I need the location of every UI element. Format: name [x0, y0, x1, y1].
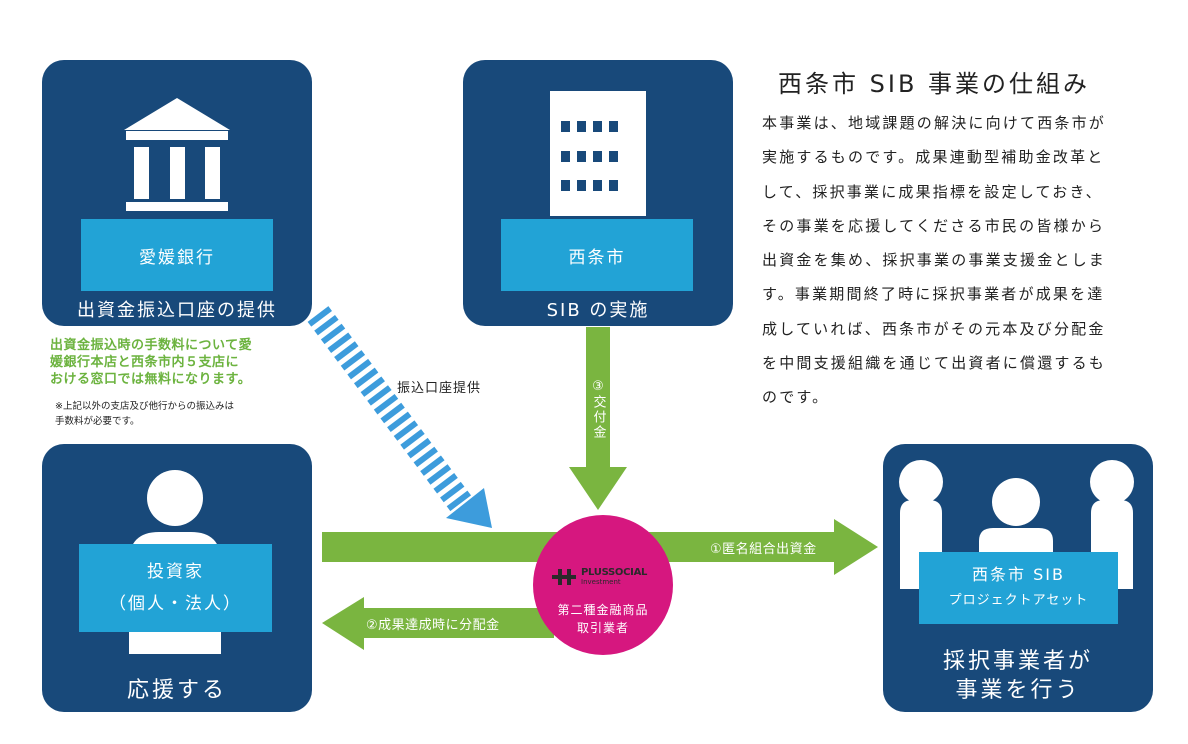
- building-icon: [550, 91, 646, 216]
- logo-main-text: PLUSSOCIAL: [581, 567, 648, 578]
- bank-label: 愛媛銀行: [81, 219, 273, 291]
- intermediary-line1: 第二種金融商品: [557, 603, 649, 617]
- bank-icon: [124, 98, 230, 211]
- bank-card: 愛媛銀行 出資金振込口座の提供: [42, 60, 312, 326]
- fee-note-small-line: ※上記以外の支店及び他行からの振込みは: [55, 401, 234, 412]
- project-caption-line2: 事業を行う: [955, 678, 1081, 703]
- city-card: 西条市 SIB の実施: [463, 60, 733, 326]
- plus-logo-icon: [552, 569, 576, 585]
- investment-label: ①匿名組合出資金: [710, 542, 817, 557]
- description-line: 出資金を集め、採択事業の事業支援金としま: [762, 251, 1107, 270]
- grant-text: 交付金: [590, 395, 606, 440]
- fee-note: 出資金振込時の手数料について愛媛銀行本店と西条市内５支店における窓口では無料にな…: [50, 337, 320, 388]
- description-line: を中間支援組織を通じて出資者に償還するも: [762, 354, 1107, 373]
- description-line: その事業を応援してくださる市民の皆様から: [762, 216, 1106, 235]
- intermediary-line2: 取引業者: [576, 621, 629, 635]
- fee-note-line: おける窓口では無料になります。: [50, 372, 252, 387]
- description-line: 本事業は、地域課題の解決に向けて西条市が: [762, 114, 1107, 132]
- account-provision-label: 振込口座提供: [397, 381, 482, 396]
- grant-arrow: [569, 327, 627, 510]
- dividend-arrow: [322, 597, 554, 650]
- investor-label: 投資家 （個人・法人）: [79, 544, 272, 632]
- fee-note-small-line: 手数料が必要です。: [55, 416, 140, 427]
- city-label: 西条市: [501, 219, 693, 291]
- page-title: 西条市 SIB 事業の仕組み: [778, 70, 1091, 98]
- project-caption: 採択事業者が 事業を行う: [883, 647, 1153, 705]
- grant-label: ③ 交付金: [588, 378, 608, 440]
- fee-note-line: 出資金振込時の手数料について愛: [50, 338, 253, 353]
- logo-sub-text: Investment: [581, 578, 621, 586]
- plussocial-logo: PLUSSOCIAL Investment: [550, 567, 660, 587]
- description-line: 実施するものです。成果連動型補助金改革と: [762, 148, 1105, 167]
- intermediary-text: 第二種金融商品 取引業者: [533, 601, 673, 637]
- city-caption: SIB の実施: [546, 300, 650, 321]
- investor-label-line1: 投資家: [147, 562, 204, 582]
- project-label-line1: 西条市 SIB: [972, 565, 1065, 584]
- intermediary-circle: PLUSSOCIAL Investment 第二種金融商品 取引業者: [533, 515, 673, 655]
- investor-label-line2: （個人・法人）: [109, 594, 242, 614]
- project-caption-line1: 採択事業者が: [942, 649, 1093, 674]
- project-label: 西条市 SIB プロジェクトアセット: [919, 552, 1118, 624]
- description-line: のです。: [762, 388, 830, 407]
- investor-card: 投資家 （個人・法人） 応援する: [42, 444, 312, 712]
- investor-caption: 応援する: [126, 678, 227, 703]
- description: 本事業は、地域課題の解決に向けて西条市が実施するものです。成果連動型補助金改革と…: [762, 106, 1172, 415]
- account-provision-arrow: [307, 306, 492, 528]
- description-line: 成していれば、西条市がその元本及び分配金: [762, 319, 1106, 338]
- dividend-label: ②成果達成時に分配金: [366, 618, 500, 633]
- description-line: す。事業期間終了時に採択事業者が成果を達: [762, 285, 1105, 304]
- bank-caption: 出資金振込口座の提供: [77, 300, 277, 321]
- project-card: 西条市 SIB プロジェクトアセット 採択事業者が 事業を行う: [883, 444, 1153, 712]
- project-label-line2: プロジェクトアセット: [948, 593, 1089, 608]
- description-line: して、採択事業に成果指標を設定しておき、: [762, 182, 1103, 201]
- fee-note-small: ※上記以外の支店及び他行からの振込みは手数料が必要です。: [55, 399, 325, 429]
- grant-number: ③: [592, 379, 604, 394]
- fee-note-line: 媛銀行本店と西条市内５支店に: [50, 355, 240, 370]
